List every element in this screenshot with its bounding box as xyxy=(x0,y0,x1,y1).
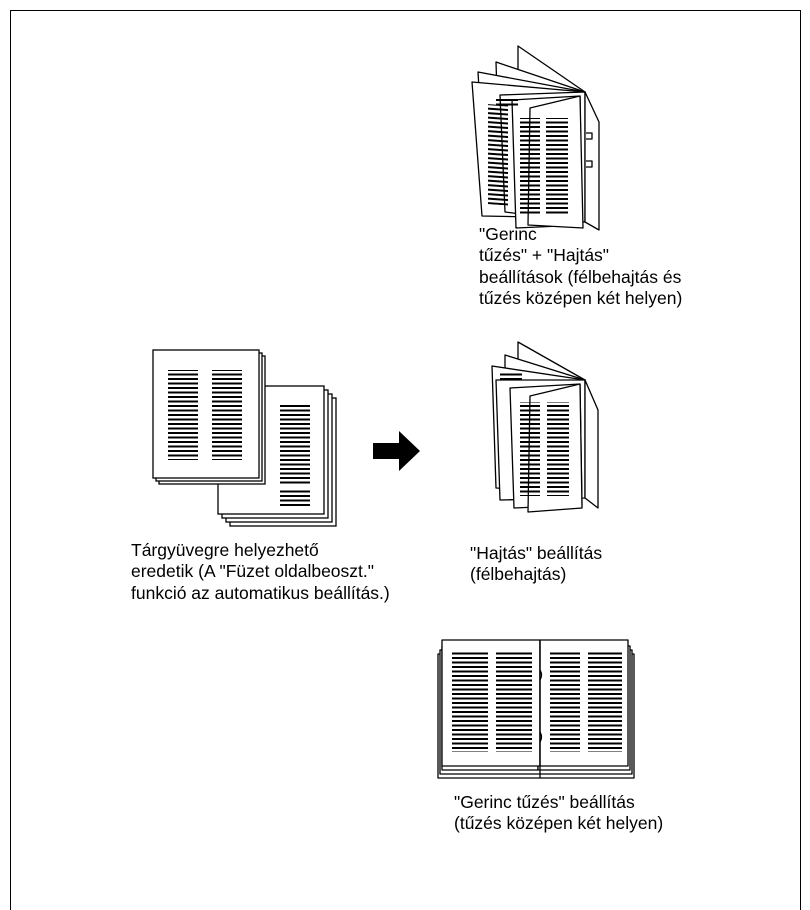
caption-center-staple: "Gerinc tűzés" beállítás (tűzés középen … xyxy=(454,792,664,834)
caption-originals: Tárgyüvegre helyezhető eredetik (A "Füze… xyxy=(131,540,390,603)
folded-stapled-booklet xyxy=(471,45,600,231)
arrow-right-icon xyxy=(373,431,420,471)
figure-frame xyxy=(10,10,801,910)
folded-booklet xyxy=(491,341,599,513)
caption-fold: "Hajtás" beállítás (félbehajtás) xyxy=(470,543,603,585)
center-stapled-book xyxy=(437,639,635,779)
caption-fold-and-staple: "Gerinc tűzés" + "Hajtás" beállítások (f… xyxy=(479,224,683,308)
original-pages-stack xyxy=(152,349,337,527)
